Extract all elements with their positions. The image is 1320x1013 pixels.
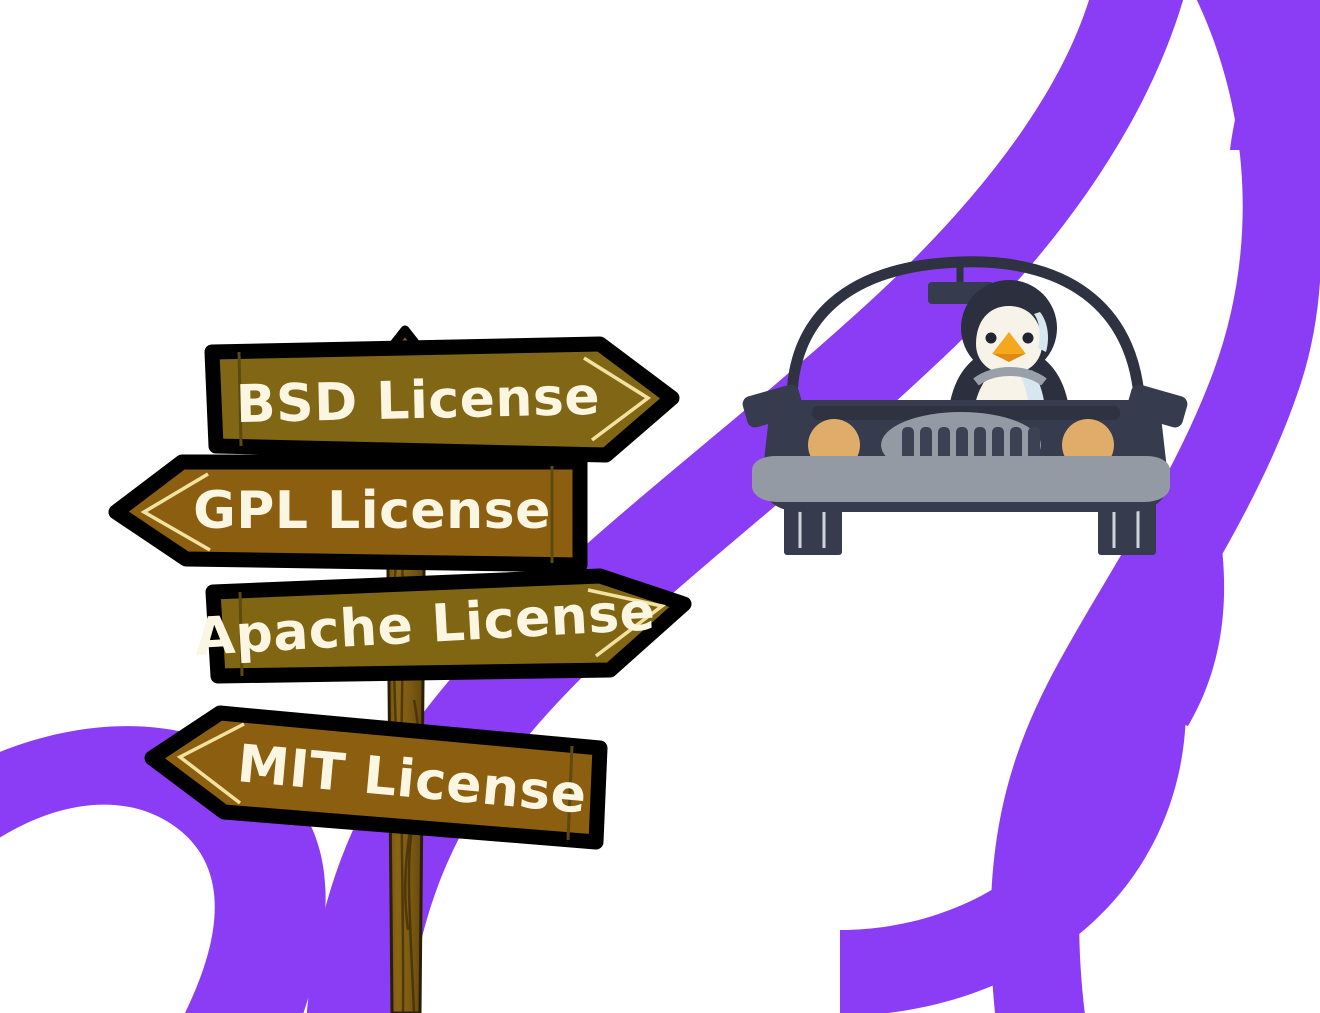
mirror-right — [1126, 384, 1188, 428]
penguin-beak — [992, 332, 1026, 354]
mirror-left — [742, 384, 804, 428]
road-right-lower-curve — [840, 700, 1186, 1013]
windshield-frame — [786, 256, 1146, 418]
sign-gpl-bevel — [140, 472, 211, 552]
road-center-diagonal — [306, 0, 1184, 1013]
sign-mit-bevel — [176, 722, 245, 805]
sign-bsd-board[interactable] — [204, 336, 680, 463]
sign-apache-board[interactable] — [205, 568, 692, 684]
penguin-cheek-highlight — [1034, 312, 1048, 352]
sign-gpl-board[interactable] — [108, 454, 588, 573]
sign-bsd-label: BSD License — [235, 367, 600, 435]
penguin-eye-left — [985, 332, 997, 344]
sign-apache-bevel — [587, 588, 667, 658]
sign-mit[interactable]: MIT License — [144, 705, 608, 850]
penguin-car — [742, 256, 1188, 555]
sign-bsd-plank-line — [237, 351, 243, 447]
signpost: BSD License GPL License Apache License — [108, 325, 692, 1013]
car-bumper — [752, 456, 1170, 502]
steering-wheel — [973, 367, 1047, 386]
sign-bsd[interactable]: BSD License — [204, 336, 680, 463]
sign-apache-plank-line — [238, 591, 244, 677]
sign-mit-board[interactable] — [144, 705, 608, 850]
road-mid-right-connector — [1116, 520, 1225, 726]
penguin-beak-lower — [993, 354, 1025, 362]
car-grille-slats — [902, 427, 1040, 463]
sign-bsd-bevel — [583, 356, 652, 442]
sign-mit-plank-line — [566, 745, 574, 841]
sign-gpl-label: GPL License — [193, 481, 551, 541]
car-side-mirrors — [742, 384, 1188, 428]
penguin-eye-right — [1022, 332, 1034, 344]
sign-gpl[interactable]: GPL License — [108, 454, 588, 573]
sign-apache[interactable]: Apache License — [193, 568, 692, 684]
